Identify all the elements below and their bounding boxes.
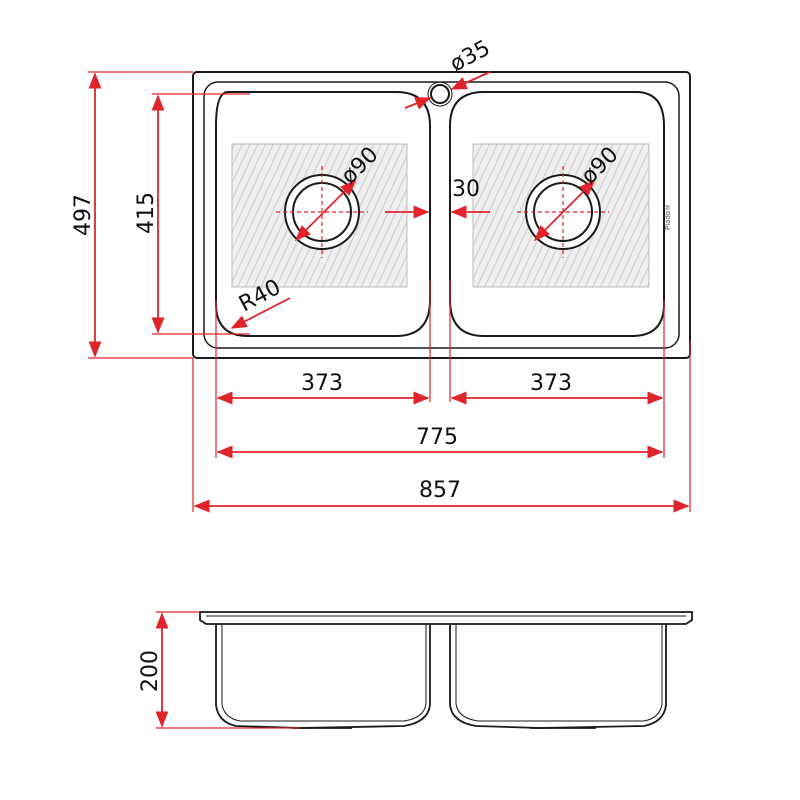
left-drain-diameter-line: [294, 179, 357, 242]
side-view: [199, 611, 693, 729]
corner-radius-leader: [230, 297, 291, 329]
tap-hole-rim: [427, 81, 453, 107]
side-deck-flange: [199, 611, 693, 625]
side-left-bowl-profile: [215, 624, 431, 729]
brand-mark: Plado®: [664, 204, 672, 230]
tap-hole-leader-2: [450, 71, 491, 90]
overall-depth-label: 497: [71, 194, 96, 236]
bowl-depth-label: 415: [134, 192, 159, 234]
cutout-width-label: 775: [416, 425, 458, 450]
right-bowl-width-label: 373: [530, 371, 572, 396]
divider-gap-label: 30: [452, 177, 480, 202]
sink-deck-outer: [192, 71, 691, 359]
left-bowl-width-label: 373: [301, 371, 343, 396]
top-view-dimensions: 497 415 373 373 775 857: [71, 71, 691, 513]
tap-hole-leader: [404, 97, 432, 110]
right-bowl-outline: [449, 91, 665, 337]
overall-width-label: 857: [419, 478, 461, 503]
right-bowl-grid-texture: [472, 143, 650, 288]
side-view-dimensions: 200: [138, 611, 300, 729]
side-right-bowl-profile: [449, 624, 667, 729]
top-view: ø90 ø90 ø35 30 R40 Plado®: [192, 36, 691, 359]
tap-hole: [430, 84, 450, 104]
right-drain-diameter-line: [533, 179, 596, 242]
height-label: 200: [138, 650, 163, 692]
